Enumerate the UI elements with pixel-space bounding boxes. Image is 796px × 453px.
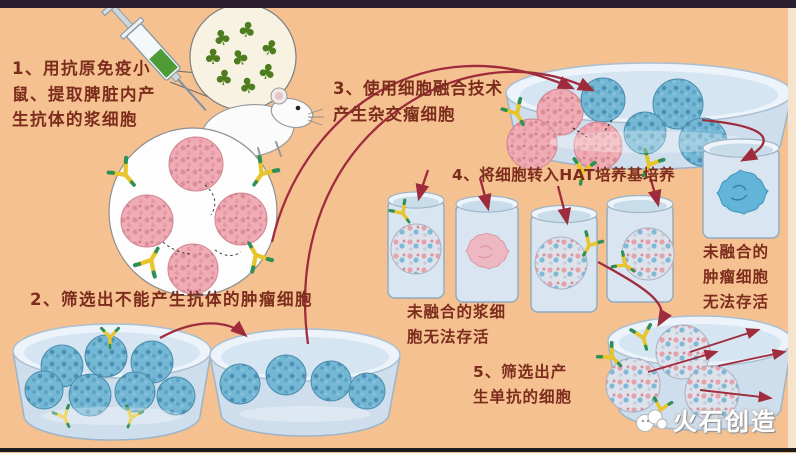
- plasma-death-note: 未融合的浆细 胞无法存活: [407, 303, 507, 346]
- flow-arrow: [556, 185, 572, 226]
- flow-arrow: [270, 64, 576, 243]
- tumor-dish-2: [209, 328, 401, 437]
- watermark-logo: 火石创造: [634, 402, 777, 437]
- hybridoma-cells: [605, 324, 740, 421]
- culture-beaker-5: [702, 138, 780, 239]
- selection-arrows: [647, 328, 787, 403]
- tumor-death-note: 未融合的 肿瘤细胞 无法存活: [703, 243, 770, 311]
- step2-label: 2、筛选出不能产生抗体的肿瘤细胞: [30, 290, 313, 309]
- culture-beaker-1: [387, 191, 445, 299]
- fusion-dashes: [572, 119, 613, 138]
- svg-text:♣: ♣: [237, 73, 260, 100]
- flow-arrows: [159, 64, 765, 345]
- flow-arrow: [477, 177, 492, 212]
- logo-icon: [636, 409, 668, 432]
- dying-tumor-cell: [716, 169, 769, 215]
- step3-label: 3、使用细胞融合技术 产生杂交瘤细胞: [333, 79, 503, 124]
- flow-arrow: [597, 260, 672, 327]
- culture-beaker-2: [455, 195, 519, 303]
- svg-text:♣: ♣: [235, 16, 258, 43]
- flow-arrow: [701, 118, 765, 162]
- tumor-cells: [219, 354, 386, 410]
- plasma-cell-circle: [109, 127, 278, 297]
- top-border-bar: [0, 0, 796, 8]
- culture-beaker-3: [530, 204, 605, 313]
- svg-text:♣: ♣: [204, 45, 223, 69]
- bottom-border-line: [0, 448, 796, 452]
- selection-dish: [595, 315, 793, 431]
- hybridoma-cell: [534, 236, 588, 290]
- right-edge-strip: [788, 8, 796, 448]
- step1-label: 1、用抗原免疫小 鼠、提取脾脏内产 生抗体的浆细胞: [12, 59, 156, 130]
- step4-label: 4、将细胞转入HAT培养基培养: [452, 166, 676, 184]
- flow-arrow: [647, 175, 662, 208]
- flow-arrow: [415, 169, 430, 202]
- cell-trace-dashes: [162, 184, 242, 256]
- step5-label: 5、筛选出产 生单抗的细胞: [473, 363, 573, 406]
- svg-text:♣: ♣: [213, 65, 234, 91]
- flow-arrow: [159, 320, 248, 340]
- tumor-cells: [24, 334, 196, 417]
- flow-arrow: [304, 70, 596, 345]
- plasma-cells: [120, 136, 268, 295]
- logo-text: 火石创造: [673, 408, 777, 436]
- hybridoma-cell: [390, 223, 442, 275]
- antigen-icon: ♣ ♣ ♣ ♣ ♣ ♣ ♣ ♣: [204, 16, 284, 99]
- hybridoma-cell: [621, 227, 675, 281]
- antigen-circle: ♣ ♣ ♣ ♣ ♣ ♣ ♣ ♣: [189, 3, 297, 111]
- dying-plasma-cell: [465, 232, 510, 270]
- tumor-dish-1: [12, 323, 212, 441]
